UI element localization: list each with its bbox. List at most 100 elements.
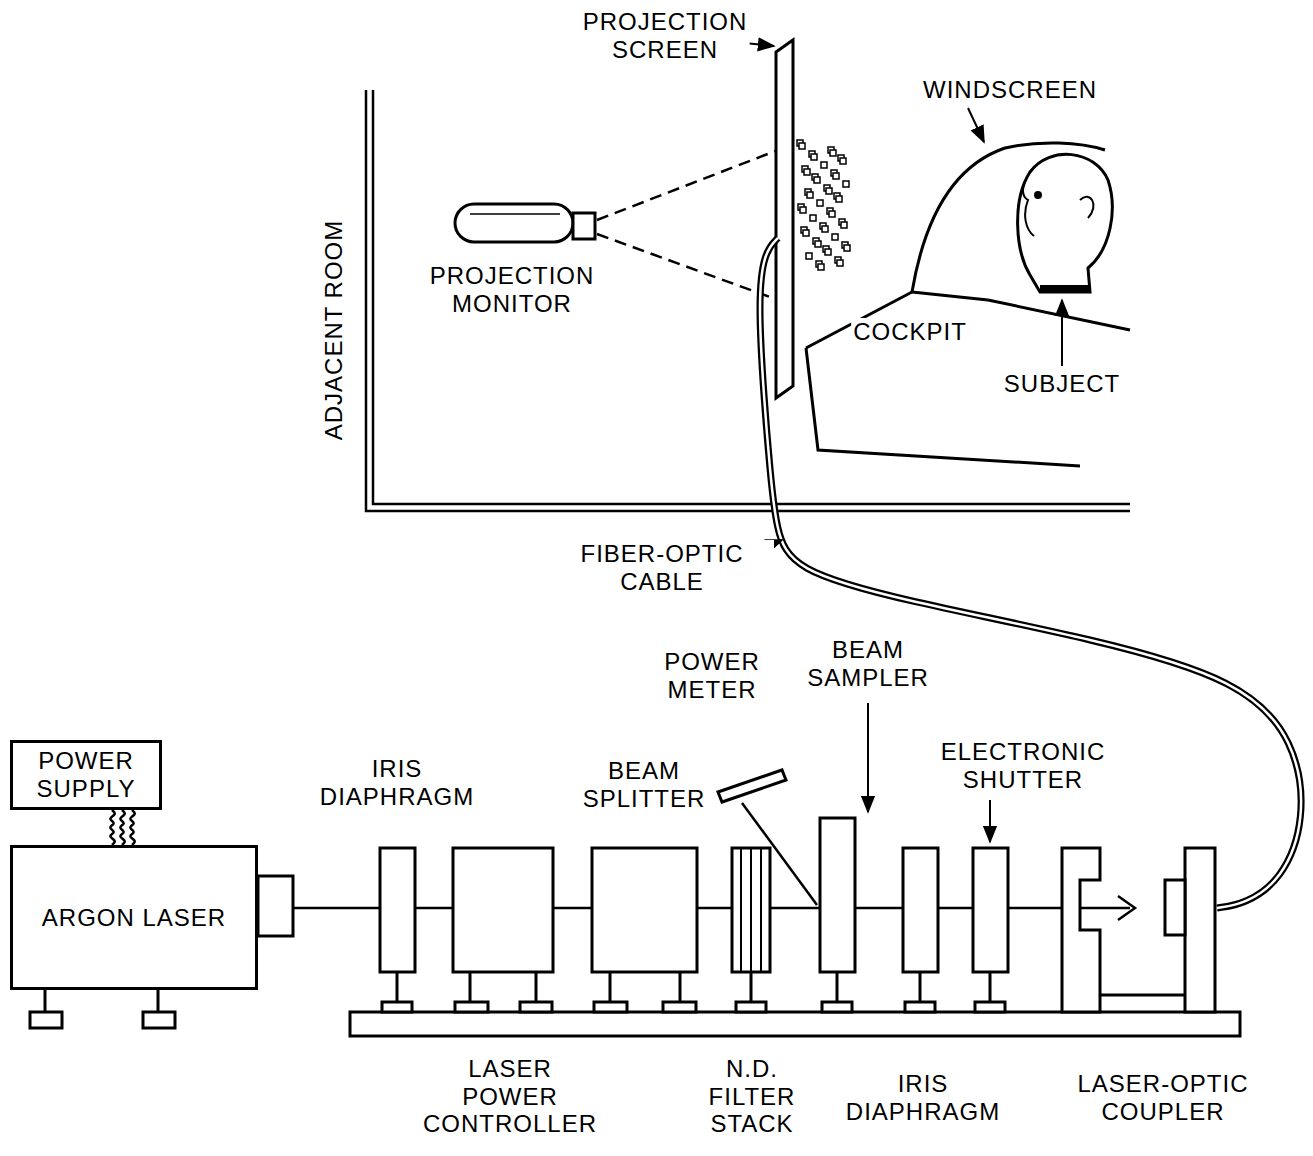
projection-screen-part-part [840,158,846,164]
bench-components-part [732,848,770,972]
iris-label: IRIS DIAPHRAGM [844,1070,1002,1125]
leader-arrows-part [989,800,991,842]
cockpit-label: COCKPIT [851,318,969,346]
projection-screen-part [797,140,850,270]
optical-bench-part [1118,896,1135,920]
cockpit-outline [806,143,1130,466]
bench-components-part [718,770,786,802]
bench-components-part [822,972,852,1012]
subject-figure-part [1080,197,1093,218]
bench-components [380,770,1215,1012]
bench-components-part [741,848,761,972]
fiber-optic-cable-part [760,238,1301,908]
projection-screen-part-part [836,196,842,202]
bench-components-part [1165,880,1185,935]
bench-components-part [1185,848,1215,1012]
leader-arrows-part [1061,300,1063,366]
bench-components-part [905,972,935,1012]
projection-monitor-part [573,213,595,239]
bench-components-part [973,848,1008,972]
projection-screen-part-part [833,173,839,179]
subject-figure-part [1023,172,1034,236]
controller-label: LASER POWER CONTROLLER [421,1055,599,1138]
cockpit-outline-part [988,300,1130,330]
optical-bench-part [350,1012,1240,1036]
cockpit-outline-part [912,292,988,300]
bench-components-part [903,848,938,972]
laser-parts-part [30,990,175,1028]
projection-screen-part-part [800,207,806,213]
bench-components-part [455,972,552,1012]
projection-screen-part-part [815,241,821,247]
node-label: POWER SUPPLY [37,747,136,802]
subject-figure-part [1036,193,1041,198]
room-wall-part [366,90,1130,511]
laser-box: ARGON LASER [10,845,258,990]
leader-arrows [735,42,1062,842]
bench-components-part [742,803,817,905]
subject-figure-part [1040,285,1090,291]
cable-label: FIBER-OPTIC CABLE [550,540,774,595]
projection-screen-part-part [826,188,832,194]
bench-components-part [975,972,1005,1012]
fiber-optic-cable-part [760,238,1301,908]
shutter-label: ELECTRONIC SHUTTER [911,738,1135,793]
projection-screen-part-part [818,264,824,270]
projection-screen-part-part [806,253,812,259]
bench-components-part [453,848,553,972]
filter-label: N.D. FILTER STACK [707,1055,798,1138]
power-cable-wire [130,810,134,845]
room-wall [366,90,1130,511]
projection-screen-part-part [807,192,813,198]
bench-components-part [382,972,412,1012]
subject-figure [1018,154,1113,292]
leader-arrows-part [867,703,869,812]
projection-screen-part-part [803,230,809,236]
projection-screen-part-part [799,143,805,149]
coupler-label: LASER-OPTIC COUPLER [1056,1070,1270,1125]
monitor-label: PROJECTION MONITOR [428,262,597,317]
projection-screen-part-part [811,154,817,160]
projection-screen-part-part [832,234,838,240]
sampler-label: BEAM SAMPLER [805,636,931,691]
bench-components-part [736,972,766,1012]
projection-screen-part-part [825,249,831,255]
bench-components-part [594,972,696,1012]
projection-screen-part-part [837,260,843,266]
room-label: ADJACENT ROOM [320,218,348,443]
fiber-optic-cable [760,238,1301,908]
bench-components-part [820,818,855,972]
meter-label: POWER METER [662,648,762,703]
subject-figure-part [1018,154,1113,292]
projection-screen-part-part [844,245,850,251]
iris-label: IRIS DIAPHRAGM [318,755,476,810]
projection-screen-part-part [829,211,835,217]
room-wall-part [373,90,1130,504]
power-cable-wire [110,810,114,845]
subject-label: SUBJECT [1002,370,1122,398]
projection-monitor-part [470,213,560,215]
projection-screen-part-part [804,169,810,175]
power-supply-box: POWER SUPPLY [10,740,162,810]
projection-monitor-part [597,234,778,300]
power-cable [110,810,134,845]
projection-monitor-part [455,204,573,242]
screen-label: PROJECTION SCREEN [581,8,750,63]
projection-screen-part-part [830,150,836,156]
projection-screen-part-part [843,181,849,187]
projection-screen-part [776,40,793,398]
bench-components-part [1062,848,1100,1012]
cockpit-outline-part [806,348,1080,466]
projection-screen-part-part [814,177,820,183]
node-label: ARGON LASER [42,904,226,932]
projection-screen-part-part [817,200,823,206]
bench-components-part [592,848,697,972]
laser-parts-part [258,876,293,936]
projection-screen-part-part [821,162,827,168]
power-cable-wire [120,810,124,845]
projection-screen-part-part [841,222,847,228]
projection-monitor-part [597,150,778,220]
projection-screen-part-part [810,215,816,221]
leader-arrows-part [968,108,984,142]
